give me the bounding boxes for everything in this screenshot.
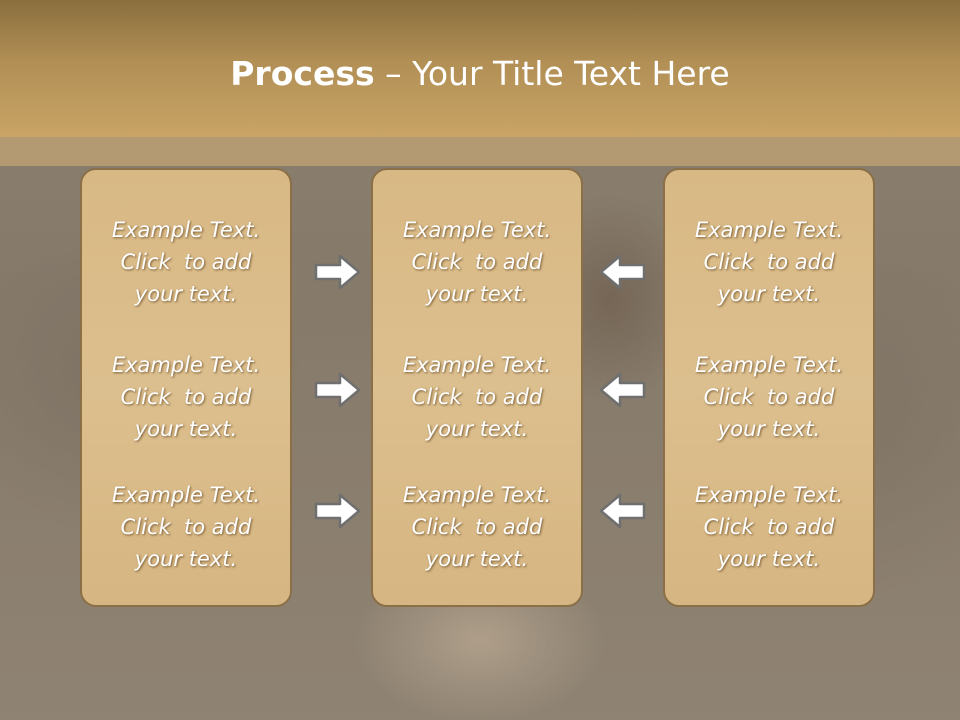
text-line: Example Text. [694,353,844,377]
arrow-left-icon [599,372,646,408]
text-line: Example Text. [402,353,552,377]
text-line: your text. [425,547,529,571]
text-line: your text. [717,282,821,306]
text-block[interactable]: Example Text. Click to add your text. [665,479,873,575]
text-line: Click to add [411,515,543,539]
text-block[interactable]: Example Text. Click to add your text. [665,349,873,445]
text-line: Click to add [120,385,252,409]
text-line: Example Text. [111,483,261,507]
text-line: your text. [425,282,529,306]
text-block[interactable]: Example Text. Click to add your text. [82,214,290,310]
middle-panel[interactable]: Example Text. Click to add your text. Ex… [371,168,583,607]
text-line: Example Text. [111,353,261,377]
text-line: your text. [134,282,238,306]
text-line: Click to add [411,250,543,274]
left-panel[interactable]: Example Text. Click to add your text. Ex… [80,168,292,607]
title-bar-band [0,137,960,166]
text-line: Example Text. [694,483,844,507]
arrow-right-icon [314,493,361,529]
title-bold: Process [230,54,375,93]
text-line: Click to add [411,385,543,409]
right-panel[interactable]: Example Text. Click to add your text. Ex… [663,168,875,607]
text-block[interactable]: Example Text. Click to add your text. [82,349,290,445]
text-line: Click to add [703,515,835,539]
arrow-right-icon [314,372,361,408]
text-line: Click to add [703,385,835,409]
text-line: your text. [134,417,238,441]
text-line: Example Text. [111,218,261,242]
text-block[interactable]: Example Text. Click to add your text. [373,349,581,445]
text-line: your text. [425,417,529,441]
title-bar [0,0,960,137]
text-line: your text. [134,547,238,571]
text-line: Example Text. [402,483,552,507]
text-block[interactable]: Example Text. Click to add your text. [373,479,581,575]
arrow-left-icon [599,254,646,290]
text-line: your text. [717,547,821,571]
text-line: Click to add [120,250,252,274]
text-line: your text. [717,417,821,441]
text-line: Example Text. [402,218,552,242]
text-block[interactable]: Example Text. Click to add your text. [82,479,290,575]
arrow-left-icon [599,493,646,529]
arrow-right-icon [314,254,361,290]
text-line: Click to add [703,250,835,274]
slide-title[interactable]: Process – Your Title Text Here [0,52,960,96]
text-line: Click to add [120,515,252,539]
title-rest: – Your Title Text Here [374,54,730,93]
text-block[interactable]: Example Text. Click to add your text. [665,214,873,310]
text-line: Example Text. [694,218,844,242]
text-block[interactable]: Example Text. Click to add your text. [373,214,581,310]
